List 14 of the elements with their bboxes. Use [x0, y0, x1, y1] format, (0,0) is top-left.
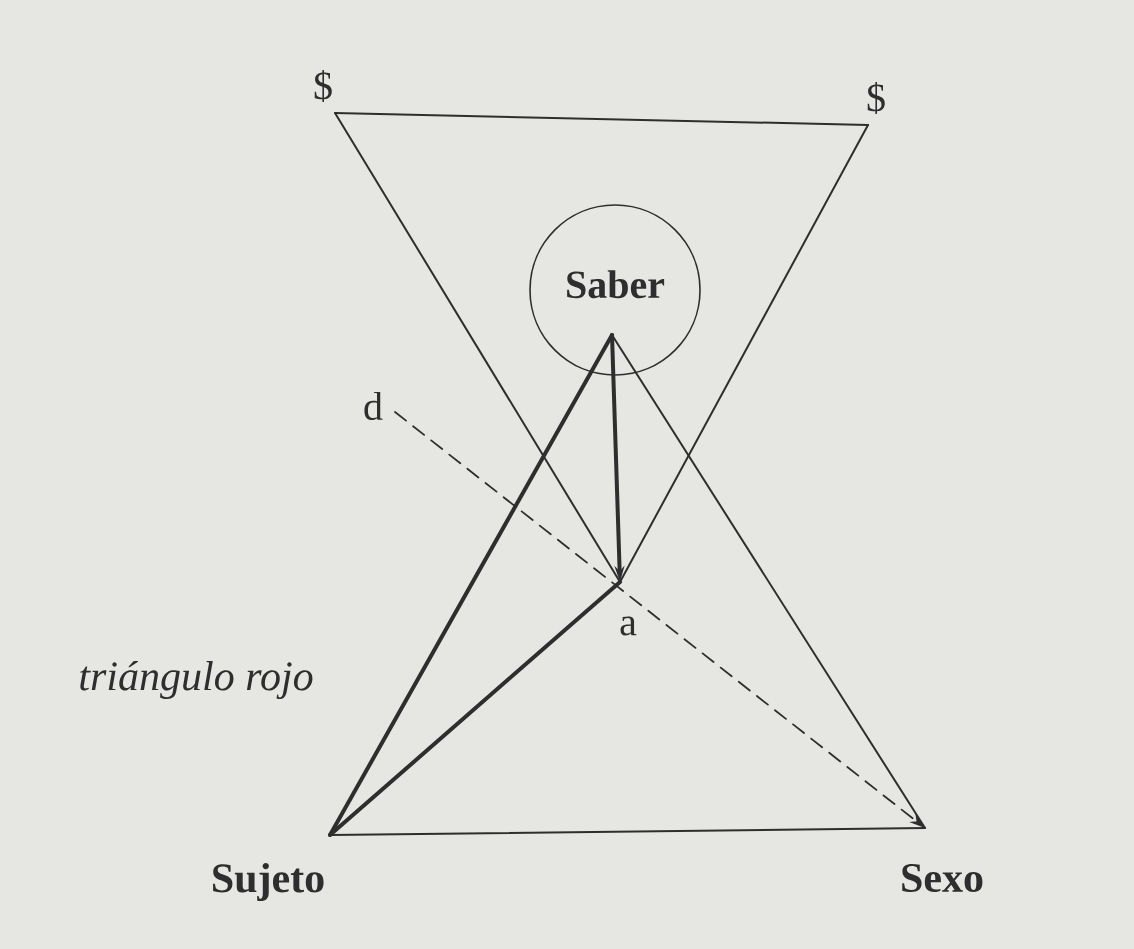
vertex-label: d [364, 391, 383, 421]
connector-line [611, 334, 926, 829]
connector-line [328, 580, 622, 837]
vertex-label: $ [867, 82, 885, 114]
connector-line [619, 124, 869, 583]
text-label: triángulo rojo [80, 660, 313, 700]
vertex-label: Sexo [902, 863, 983, 893]
connector-line [329, 827, 926, 836]
vertex-label: Sujeto [213, 862, 324, 902]
connector-line [334, 112, 621, 583]
connector-line [334, 112, 869, 126]
circle-node: Saber [529, 204, 701, 376]
vertex-label: $ [314, 70, 332, 102]
vertex-label: a [620, 616, 637, 636]
